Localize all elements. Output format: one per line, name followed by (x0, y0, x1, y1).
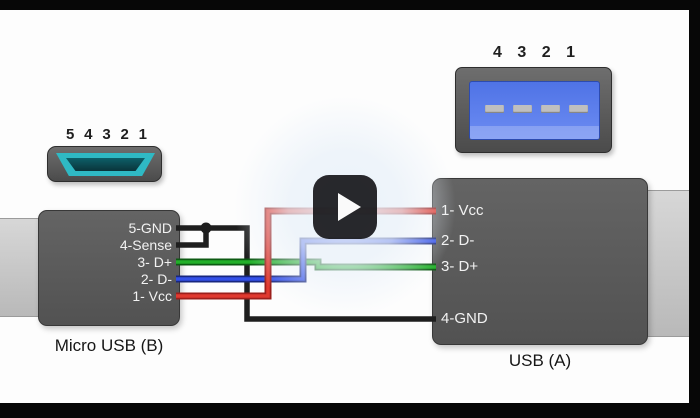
usba-connector-drawing (455, 67, 612, 153)
play-icon (337, 193, 361, 221)
micro-plug-box (38, 210, 180, 326)
pin-label-vcc: 1- Vcc (132, 288, 172, 304)
wire-sense-branch (176, 228, 209, 248)
pin-number: 3 (517, 44, 527, 61)
micro-plug-caption: Micro USB (B) (54, 336, 164, 355)
usba-contact (485, 105, 504, 113)
usba-contact (569, 105, 588, 113)
usba-connector-tongue (469, 81, 600, 140)
pin-number: 1 (566, 44, 575, 61)
junction-dot (200, 222, 212, 234)
micro-connector-inner (56, 153, 155, 176)
cable-left (0, 218, 39, 317)
pin-number: 2 (120, 126, 129, 143)
micro-pin-numbers: 5 4 3 2 1 (66, 126, 147, 143)
usba-contact (513, 105, 532, 113)
pin-label-gnd: 5-GND (128, 220, 172, 236)
pin-number: 4 (493, 44, 502, 61)
pin-label-dminus: 2- D- (140, 271, 172, 287)
pin-number: 4 (84, 126, 93, 143)
pin-number: 2 (541, 44, 551, 61)
pin-number: 1 (138, 126, 147, 143)
letterbox-bottom (0, 403, 700, 418)
letterbox-right (689, 0, 700, 418)
letterbox-top (0, 0, 700, 10)
pin-number: 3 (102, 126, 111, 143)
pin-label-dplus: 3- D+ (137, 254, 172, 270)
usba-pin-numbers: 4 3 2 1 (493, 44, 575, 62)
pin-label-sense: 4-Sense (119, 237, 172, 253)
usba-plug-caption: USB (A) (508, 351, 572, 370)
micro-connector-drawing (47, 146, 162, 182)
cable-right (647, 190, 689, 337)
usba-tongue-shine (470, 126, 599, 139)
pin-number: 5 (66, 126, 75, 143)
usba-plug-box (432, 178, 648, 345)
micro-connector-slot (66, 158, 145, 171)
play-button[interactable]: ▶ (313, 175, 377, 239)
usba-contacts (485, 105, 588, 113)
usba-contact (541, 105, 560, 113)
